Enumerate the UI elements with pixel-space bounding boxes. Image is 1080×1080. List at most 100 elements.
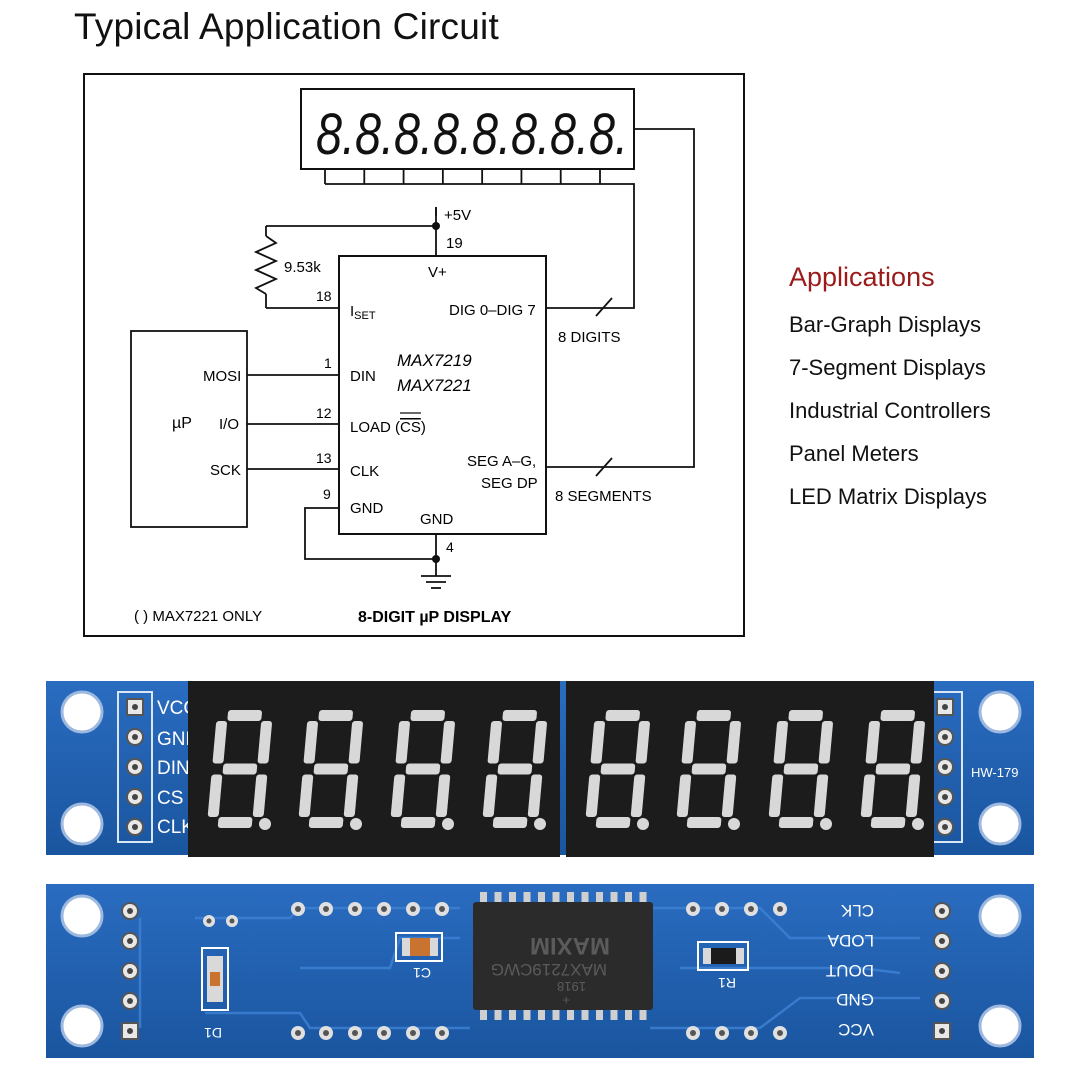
applications-panel: Applications Bar-Graph Displays 7-Segmen… xyxy=(789,262,991,526)
mounting-hole xyxy=(978,690,1022,734)
segment xyxy=(348,721,363,764)
application-item: LED Matrix Displays xyxy=(789,484,988,509)
pin-clk-number: 13 xyxy=(316,450,332,466)
chip-brand: MAXIM xyxy=(530,932,610,959)
application-item: Bar-Graph Displays xyxy=(789,312,981,337)
applications-heading: Applications xyxy=(789,262,935,292)
segment xyxy=(405,763,441,775)
front-pin-label: DIN xyxy=(157,758,190,779)
segment xyxy=(676,774,692,817)
segment xyxy=(318,710,353,721)
segment xyxy=(532,721,547,764)
chip-lead xyxy=(509,1008,516,1020)
chip-lead xyxy=(625,892,632,904)
digit-bus-line xyxy=(547,183,635,309)
application-item: Industrial Controllers xyxy=(789,398,991,423)
decimal-point xyxy=(820,818,832,830)
resistor-r1 xyxy=(710,948,736,964)
pin-gnd-left-number: 9 xyxy=(323,486,331,502)
display-digit-pins xyxy=(324,169,601,184)
segment xyxy=(910,721,925,764)
decimal-point xyxy=(534,818,546,830)
segment xyxy=(635,721,650,764)
segment xyxy=(875,763,911,775)
chip-lead xyxy=(523,1008,531,1020)
left-header-outline xyxy=(117,691,153,843)
pin-gnd-bottom-number: 4 xyxy=(446,539,454,555)
chip-lead xyxy=(538,892,545,904)
segment xyxy=(298,774,314,817)
segment xyxy=(252,774,268,817)
seven-segment-digit xyxy=(768,710,833,830)
application-item: Panel Meters xyxy=(789,441,919,466)
chip-name-1: MAX7219 xyxy=(397,351,472,370)
footnote: ( ) MAX7221 ONLY xyxy=(134,608,262,625)
load-label: LOAD (CS) xyxy=(350,419,426,436)
segment xyxy=(880,710,915,721)
mounting-hole xyxy=(60,802,104,846)
chip-lead xyxy=(596,1008,603,1020)
segment xyxy=(303,721,318,764)
resistor-value: 9.53k xyxy=(284,259,321,276)
chip-lead xyxy=(610,892,618,904)
segment xyxy=(696,710,731,721)
max7219-chip xyxy=(473,902,653,1010)
segment xyxy=(482,774,498,817)
capacitor-label: C1 xyxy=(413,965,431,981)
back-pin-label: GND xyxy=(836,990,874,1009)
mounting-hole xyxy=(60,690,104,734)
segment xyxy=(257,721,272,764)
back-pin-label: CLK xyxy=(840,901,874,920)
chip-lead xyxy=(567,1008,574,1020)
segment xyxy=(905,774,921,817)
segment xyxy=(440,721,455,764)
back-pin-label: VCC xyxy=(838,1020,874,1039)
chip-lead xyxy=(581,892,589,904)
segment xyxy=(768,774,784,817)
dig-bus-label: 8 DIGITS xyxy=(558,329,621,346)
segment xyxy=(813,774,829,817)
seg-label-2: SEG DP xyxy=(481,475,538,492)
mounting-hole xyxy=(60,894,104,938)
segment xyxy=(435,774,451,817)
segment xyxy=(783,763,819,775)
chip-lead xyxy=(567,892,574,904)
segment xyxy=(217,817,253,828)
segment xyxy=(818,721,833,764)
back-pin-label: DOUT xyxy=(826,961,874,980)
model-label: HW-179 xyxy=(971,765,1018,780)
mcu-pin-mosi: MOSI xyxy=(203,368,241,385)
segment xyxy=(308,817,344,828)
segment-bus-line xyxy=(547,128,695,468)
seven-segment-digit xyxy=(390,710,455,830)
seven-segment-digit xyxy=(676,710,741,830)
resistor-symbol xyxy=(253,235,279,295)
seg-label-1: SEG A–G, xyxy=(467,453,536,470)
segment xyxy=(487,721,502,764)
pcb-traces xyxy=(138,906,920,1030)
module-front: VCC GND DIN CS CLK HW-179 xyxy=(46,681,1034,857)
resistor-label: R1 xyxy=(718,975,736,991)
dig-label: DIG 0–DIG 7 xyxy=(449,302,536,319)
decimal-point xyxy=(350,818,362,830)
seven-segment-digit xyxy=(207,710,272,830)
seven-segment-digit xyxy=(482,710,547,830)
segment xyxy=(492,817,528,828)
chip-lead xyxy=(494,1008,502,1020)
segment xyxy=(860,774,876,817)
segment xyxy=(681,721,696,764)
chip-part: MAX7219CWG xyxy=(491,960,607,979)
segment xyxy=(313,763,349,775)
supply-label: +5V xyxy=(444,207,471,224)
segment xyxy=(400,817,436,828)
segment xyxy=(590,721,605,764)
segment xyxy=(721,774,737,817)
segment xyxy=(595,817,631,828)
decimal-point xyxy=(442,818,454,830)
seven-segment-digit xyxy=(585,710,650,830)
segment xyxy=(773,721,788,764)
gnd-bottom-label: GND xyxy=(420,511,454,528)
chip-lead xyxy=(509,892,516,904)
segment xyxy=(605,710,640,721)
pin-iset-number: 18 xyxy=(316,288,332,304)
